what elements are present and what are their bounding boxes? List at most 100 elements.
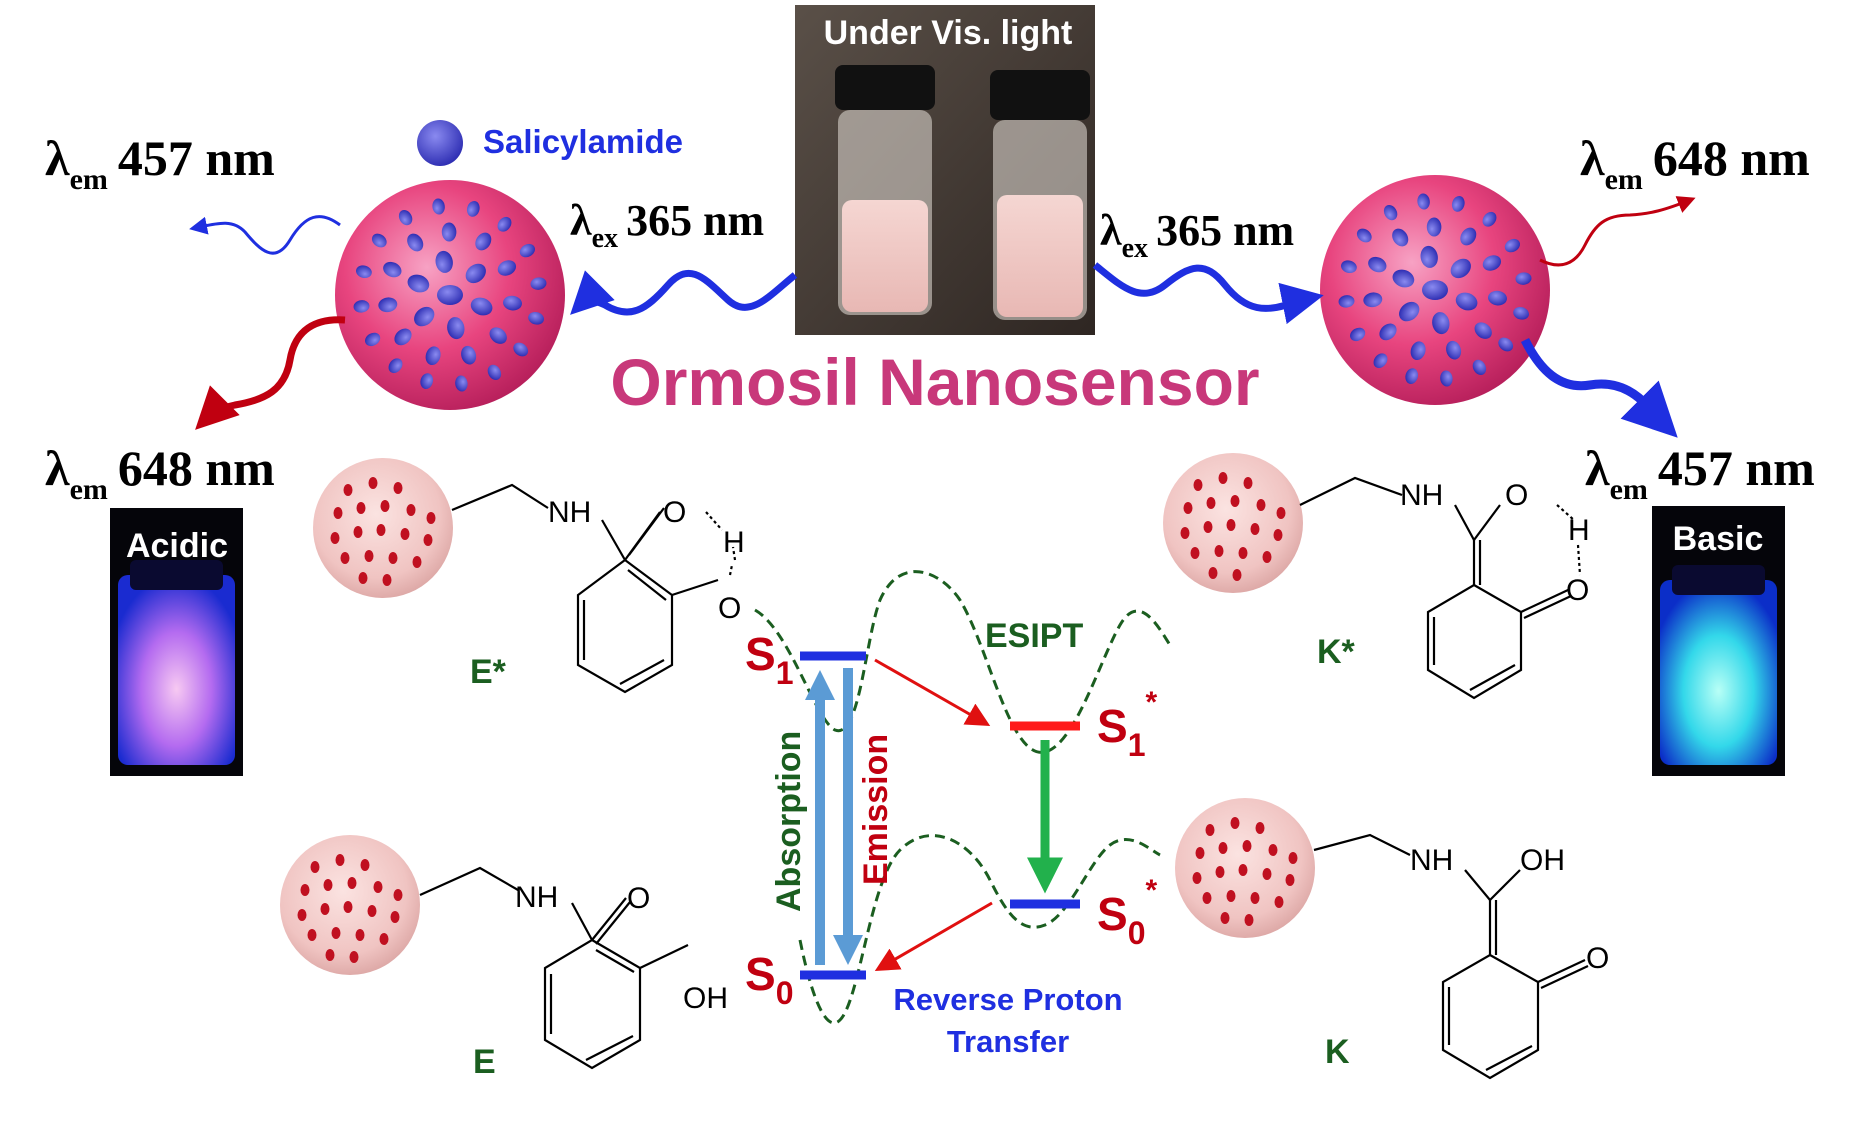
- salicylamide-dot: [1350, 327, 1366, 342]
- nanosphere-left: [335, 180, 565, 410]
- salicylamide-dot: [465, 263, 486, 284]
- absorption-label: Absorption: [770, 731, 808, 912]
- salicylamide-dot: [420, 373, 434, 389]
- vial-acidic-label: Acidic: [126, 527, 228, 565]
- salicylamide-dot: [1472, 359, 1487, 375]
- salicylamide-dot: [1417, 193, 1430, 210]
- salicylamide-dot: [1440, 370, 1453, 387]
- nanoparticle-dot: [1232, 569, 1242, 581]
- page-title: Ormosil Nanosensor: [610, 345, 1259, 419]
- state-s1-label: S1: [745, 628, 793, 691]
- vial-basic-label: Basic: [1673, 520, 1764, 558]
- nanoparticle-dot: [382, 574, 392, 586]
- salicylamide-dot: [1474, 322, 1492, 339]
- atom-h: H: [723, 526, 745, 559]
- structure-k-star-text: NH O H O: [1400, 479, 1590, 607]
- salicylamide-dot: [1363, 292, 1383, 308]
- structure-e-star-label: E*: [470, 653, 507, 691]
- atom-o: O: [1566, 574, 1589, 607]
- state-s1-star-label: S1*: [1097, 686, 1157, 763]
- nanoparticle-dot: [406, 504, 416, 516]
- legend: Salicylamide: [417, 120, 683, 166]
- salicylamide-dot: [414, 306, 435, 327]
- salicylamide-dot: [1460, 227, 1477, 246]
- nanoparticle-dot: [1230, 495, 1240, 507]
- salicylamide-dot: [513, 342, 529, 357]
- atom-o: O: [718, 592, 741, 625]
- atom-h: H: [1568, 514, 1590, 547]
- nanoparticle-dot: [1244, 914, 1254, 926]
- salicylamide-dot: [1392, 269, 1415, 288]
- nanoparticle-dot: [400, 528, 410, 540]
- nanoparticle-dot: [1230, 817, 1240, 829]
- nanoparticle-dot: [426, 512, 436, 524]
- nanoparticle-dot: [358, 572, 368, 584]
- atom-nh: NH: [1410, 844, 1453, 877]
- salicylamide-dot: [1356, 228, 1372, 243]
- vial-photo: Under Vis. light: [795, 5, 1095, 335]
- salicylamide-dot: [487, 364, 502, 380]
- salicylamide-dot: [519, 243, 535, 258]
- nanoparticle-dot: [390, 911, 400, 923]
- atom-nh: NH: [1400, 479, 1443, 512]
- salicylamide-dot: [489, 327, 507, 344]
- nanoparticle-dot: [373, 881, 383, 893]
- nanoparticle-k: [1175, 798, 1315, 938]
- nanoparticle-dot: [1242, 840, 1252, 852]
- esipt-arrow: [874, 658, 991, 726]
- nanoparticle-dot: [1214, 545, 1224, 557]
- nanoparticle-e: [280, 835, 420, 975]
- salicylamide-dot: [1422, 280, 1448, 300]
- nanoparticle-dot: [423, 534, 433, 546]
- nanoparticle-dot: [330, 532, 340, 544]
- vial-basic: Basic: [1652, 506, 1785, 776]
- nanoparticle-dot: [1276, 507, 1286, 519]
- reverse-proton-label-line1: Reverse Proton: [893, 982, 1122, 1017]
- nanoparticle-dot: [1183, 502, 1193, 514]
- nanoparticle-dot: [1218, 472, 1228, 484]
- nanoparticle-dot: [367, 905, 377, 917]
- salicylamide-dot: [356, 265, 372, 279]
- salicylamide-dot: [388, 358, 403, 374]
- nanoparticle-dot: [1205, 824, 1215, 836]
- nanoparticle-dot: [1274, 896, 1284, 908]
- salicylamide-dot: [1426, 217, 1442, 237]
- structure-k-text: NH OH O: [1410, 844, 1609, 975]
- salicylamide-dot: [1488, 290, 1507, 306]
- salicylamide-dot: [1432, 312, 1450, 335]
- salicylamide-dot: [1446, 340, 1462, 360]
- emission-arrow-right-top: [1539, 196, 1696, 267]
- salicylamide-dot: [1515, 272, 1532, 285]
- salicylamide-dot: [1450, 258, 1471, 279]
- state-s0-star-label: S0*: [1097, 874, 1157, 951]
- atom-nh: NH: [515, 881, 558, 914]
- nanoparticle-dot: [343, 901, 353, 913]
- nanosphere-right: [1320, 175, 1550, 405]
- nanoparticle-dot: [349, 951, 359, 963]
- reverse-proton-arrow: [874, 901, 993, 972]
- salicylamide-dot: [441, 222, 457, 242]
- salicylamide-dot: [1498, 337, 1514, 352]
- salicylamide-dot: [407, 274, 430, 293]
- nanoparticle-dot: [1203, 521, 1213, 533]
- nanoparticle-dot: [1193, 479, 1203, 491]
- atom-o: O: [1505, 479, 1528, 512]
- nanoparticle-dot: [310, 861, 320, 873]
- nanoparticle-dot: [1273, 529, 1283, 541]
- nanoparticle-k-star: [1163, 453, 1303, 593]
- salicylamide-dot: [466, 201, 480, 217]
- salicylamide-dot: [1451, 196, 1465, 212]
- nanoparticle-dot: [1285, 874, 1295, 886]
- emission-arrow-left-top: [189, 215, 341, 255]
- salicylamide-dot: [353, 300, 370, 313]
- nanoparticle-dot: [340, 552, 350, 564]
- nanoparticle-dot: [355, 929, 365, 941]
- salicylamide-dot: [1455, 292, 1478, 311]
- salicylamide-dot: [497, 260, 517, 276]
